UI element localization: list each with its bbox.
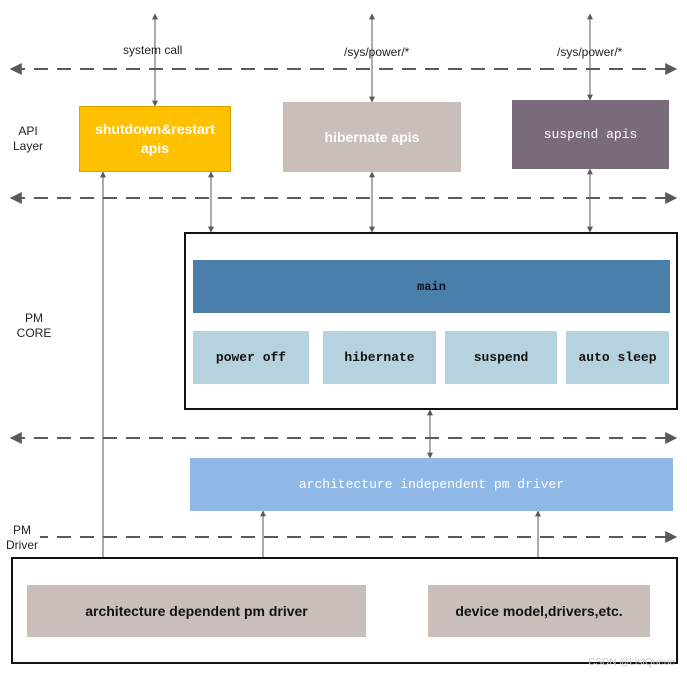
core-hibernate-box: hibernate (323, 331, 436, 384)
device-model-drivers-label: device model,drivers,etc. (455, 603, 623, 619)
power-off-box: power off (193, 331, 309, 384)
hibernate-apis-box: hibernate apis (283, 102, 461, 172)
pm-core-main-box: main (193, 260, 670, 313)
watermark: CSDN @ListQueue (588, 657, 675, 668)
shutdown-restart-apis-box: shutdown&restart apis (79, 106, 231, 172)
auto-sleep-box: auto sleep (566, 331, 669, 384)
core-hibernate-label: hibernate (344, 350, 415, 365)
sys-power-label-hibernate: /sys/power/* (344, 45, 410, 59)
system-call-label: system call (123, 43, 183, 57)
arch-independent-pm-driver-label: architecture independent pm driver (298, 477, 565, 492)
pm-driver-layer-label: PM Driver (4, 523, 40, 553)
core-suspend-box: suspend (445, 331, 557, 384)
pm-core-layer-label: PM CORE (16, 311, 52, 340)
shutdown-restart-apis-label: shutdown&restart apis (95, 121, 215, 156)
device-model-drivers-box: device model,drivers,etc. (428, 585, 650, 637)
auto-sleep-label: auto sleep (578, 350, 657, 365)
pm-core-main-label: main (417, 279, 446, 294)
arch-independent-pm-driver-box: architecture independent pm driver (190, 458, 673, 511)
suspend-apis-box: suspend apis (512, 100, 669, 169)
sys-power-label-suspend: /sys/power/* (557, 45, 623, 59)
power-off-label: power off (215, 350, 287, 365)
arch-dependent-pm-driver-box: architecture dependent pm driver (27, 585, 366, 637)
suspend-apis-label: suspend apis (543, 127, 638, 142)
hibernate-apis-label: hibernate apis (324, 129, 420, 145)
api-layer-label: API Layer (12, 124, 44, 153)
arch-dependent-pm-driver-label: architecture dependent pm driver (85, 603, 308, 619)
core-suspend-label: suspend (473, 350, 529, 365)
